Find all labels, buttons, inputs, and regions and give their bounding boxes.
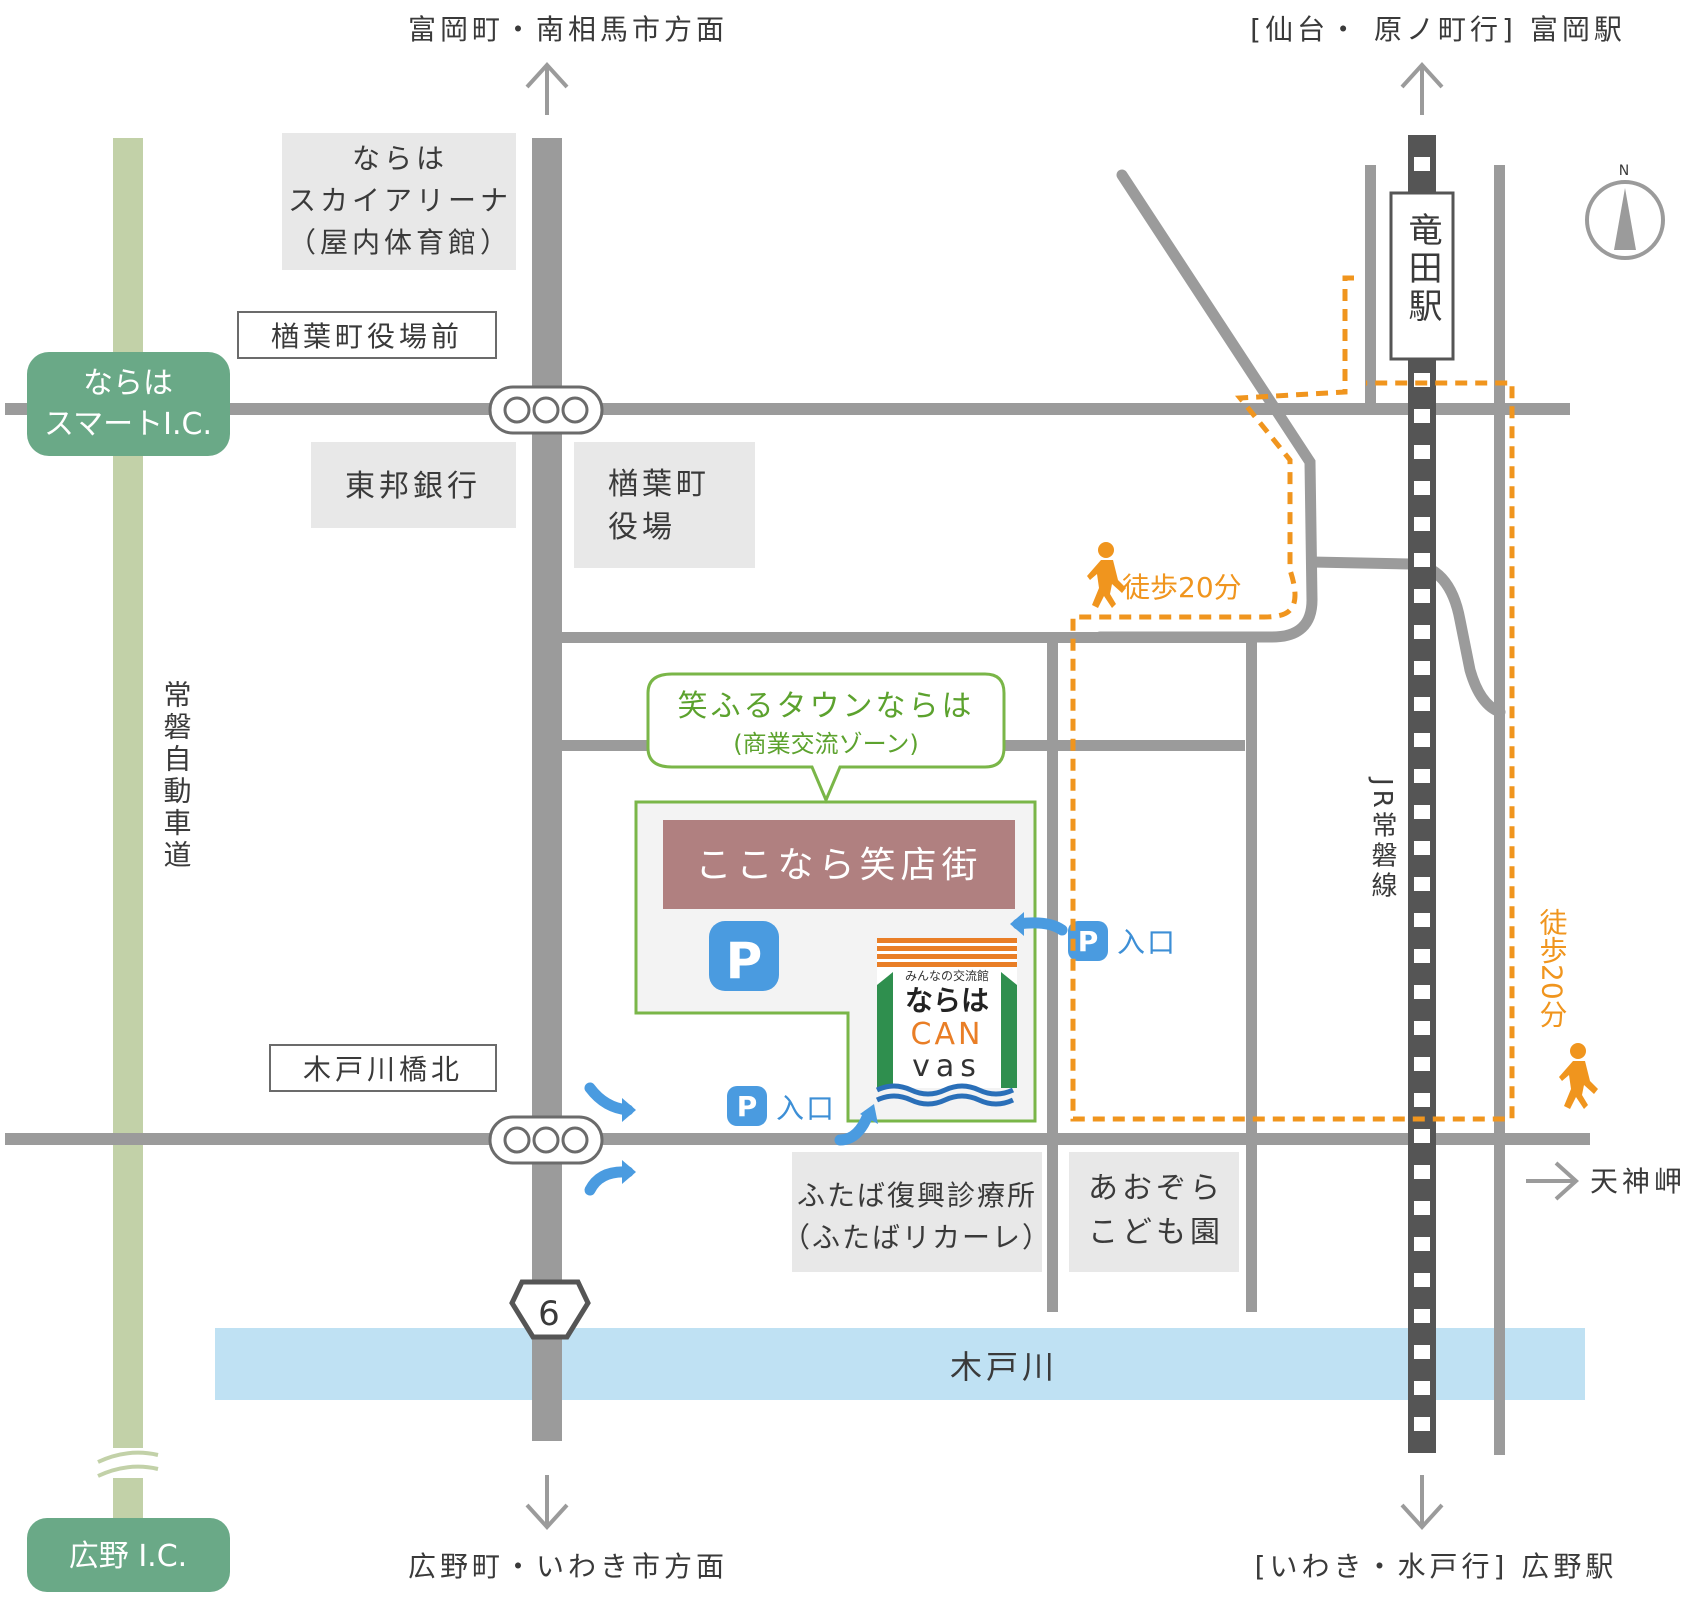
intersection-south-label-box [269, 1044, 497, 1092]
route6-shield-icon: 6 [509, 1279, 591, 1340]
facility-arena-line1: ならは [352, 142, 448, 175]
canvas-logo-can: CAN [911, 1017, 984, 1052]
facility-arena-line3: （屋内体育館） [288, 226, 512, 259]
railway-label: JR常磐線 [1367, 776, 1397, 902]
road-station-west [1365, 165, 1376, 408]
callout-title: 笑ふるタウンならは [678, 689, 975, 724]
direction-east: 天神岬 [1590, 1165, 1686, 1198]
road-route6 [532, 138, 562, 1441]
intersection-south-label: 木戸川橋北 [303, 1053, 463, 1086]
walker-icon [1559, 1043, 1598, 1109]
svg-text:P: P [726, 932, 763, 990]
route-number: 6 [538, 1294, 562, 1334]
shopping-street-label: ここなら笑店街 [695, 845, 982, 886]
zone-callout: 笑ふるタウンならは (商業交流ゾーン) [646, 672, 1006, 804]
parking-lot-icon: P [709, 921, 779, 991]
ic-north-line2: スマートI.C. [44, 407, 212, 442]
traffic-signal-south-icon [488, 1115, 604, 1165]
walker-icon [1087, 542, 1126, 608]
direction-arrow-north-rail-icon [1400, 62, 1444, 115]
canvas-logo-vas: vas [912, 1049, 982, 1084]
intersection-north-label-box [237, 311, 497, 359]
facility-town-office-line1: 楢葉町 [608, 467, 710, 502]
compass-icon: N [1585, 163, 1665, 260]
road-east-west-south [5, 1133, 1590, 1145]
facility-arena-box [282, 133, 516, 270]
road-inner-v2 [1246, 640, 1257, 1312]
walking-routes [1070, 275, 1515, 1122]
parking-entrance-east-label: 入口 [1117, 926, 1177, 959]
road-station-east [1494, 165, 1505, 1455]
ic-south-label: 広野 I.C. [69, 1539, 187, 1574]
intersection-north-label: 楢葉町役場前 [271, 320, 463, 353]
walk-label-east-text: 徒歩20分 [1536, 908, 1569, 1028]
entrance-arrowheads [622, 912, 1024, 1184]
facility-kindergarten-box [1069, 1152, 1239, 1272]
station-label: 竜田駅 [1402, 212, 1442, 326]
facility-kindergarten-line2: こども園 [1088, 1215, 1224, 1250]
facility-town-office-box [574, 442, 755, 568]
facility-town-office-line2: 役場 [608, 510, 676, 545]
direction-south-road: 広野町・いわき市方面 [408, 1550, 728, 1583]
facility-clinic-box [792, 1152, 1042, 1272]
shopping-street-box [663, 820, 1015, 909]
road-inner-1 [555, 632, 1255, 643]
river-label: 木戸川 [950, 1348, 1058, 1386]
river [215, 1328, 1585, 1400]
direction-arrow-south-rail-icon [1400, 1475, 1444, 1530]
expressway-break-icon [95, 1448, 161, 1478]
walk-label-west: 徒歩20分 [1087, 542, 1242, 608]
parking-entrance-south-label: 入口 [776, 1092, 836, 1125]
compass-north-label: N [1619, 163, 1631, 179]
facility-clinic-line2: （ふたばリカーレ） [782, 1221, 1052, 1254]
direction-arrow-south-road-icon [525, 1475, 569, 1530]
canvas-logo: みんなの交流館 ならは CAN vas [875, 938, 1017, 1107]
facility-clinic-line1: ふたば復興診療所 [797, 1179, 1037, 1212]
entry-arrow-canvas-icon [834, 1109, 874, 1146]
facility-kindergarten-line1: あおぞら [1088, 1171, 1224, 1206]
traffic-signal-north-icon [488, 385, 604, 435]
expressway-label: 常磐自動車道 [160, 680, 193, 872]
walk-label-west-text: 徒歩20分 [1122, 571, 1242, 604]
canvas-logo-top: みんなの交流館 [905, 968, 989, 983]
direction-north-rail: [仙台・ 原ノ町行] 富岡駅 [1250, 13, 1626, 46]
facility-arena-line2: スカイアリーナ [288, 184, 512, 217]
facility-bank-box [311, 442, 516, 528]
facility-bank-label: 東邦銀行 [345, 469, 481, 504]
station-box [1389, 191, 1455, 361]
road-inner-v1 [1047, 632, 1058, 1312]
direction-arrow-east-icon [1526, 1161, 1579, 1201]
svg-text:P: P [737, 1090, 758, 1123]
ic-north-line1: ならは [83, 366, 173, 401]
direction-north-road: 富岡町・南相馬市方面 [408, 13, 728, 46]
direction-south-rail: [いわき・水戸行] 広野駅 [1255, 1550, 1618, 1583]
canvas-logo-name: ならは [905, 984, 989, 1017]
ic-north-box [27, 352, 230, 456]
callout-subtitle: (商業交流ゾーン) [733, 730, 919, 758]
walk-label-east: 徒歩20分 [1536, 908, 1598, 1109]
parking-entrance-east: P 入口 [1068, 921, 1177, 961]
parking-entrance-south: P 入口 [727, 1086, 836, 1126]
svg-text:P: P [1078, 925, 1099, 958]
walk-route-west [1070, 275, 1515, 1122]
expressway [113, 138, 143, 1518]
direction-arrow-north-road-icon [525, 62, 569, 115]
ic-south-box [27, 1518, 230, 1592]
road-east-west-north [5, 403, 1570, 415]
